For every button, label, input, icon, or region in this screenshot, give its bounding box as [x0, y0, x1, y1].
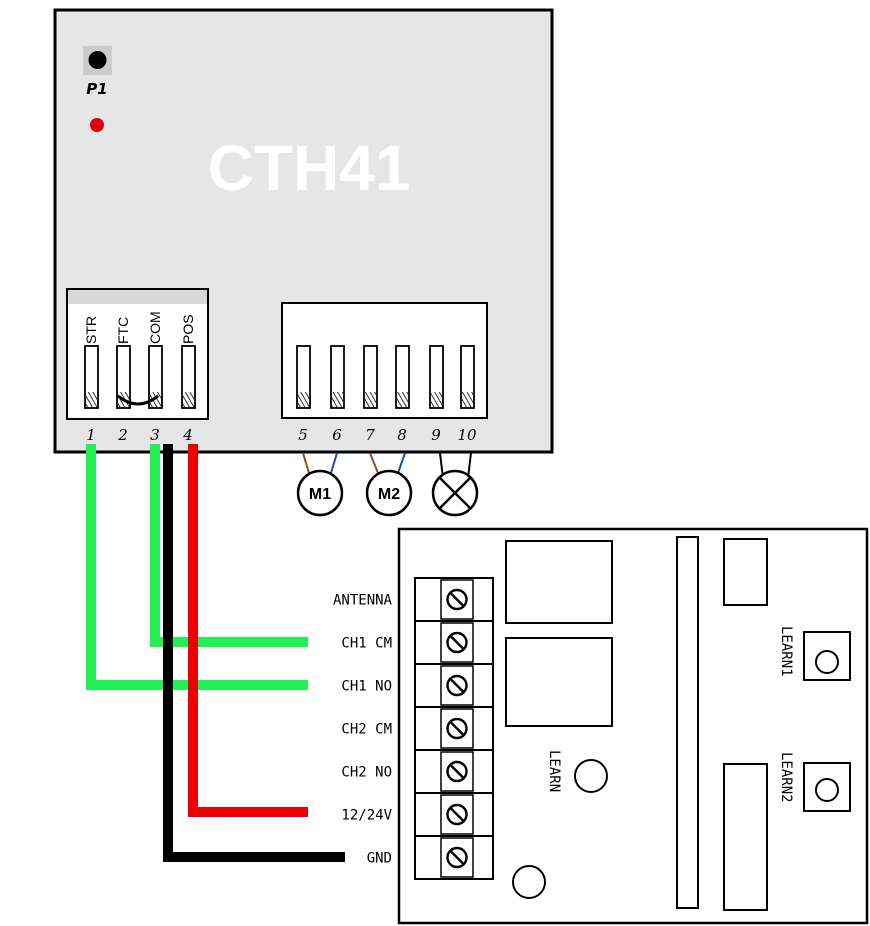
motor-m1: M1 — [296, 452, 344, 517]
controller-board: P1 CTH41 STR FTC COM POS 1 2 3 4 5 6 7 8 9 10 — [53, 8, 554, 454]
m1-circle — [296, 469, 344, 517]
receiver-terminal-screw-slot — [450, 635, 464, 650]
motor-m2: M2 — [365, 452, 413, 517]
learn2-button — [815, 778, 839, 802]
output-terminal-number-5: 5 — [298, 426, 308, 444]
input-terminal-number-1: 1 — [86, 426, 96, 444]
m2-wire-brown — [369, 452, 379, 474]
input-terminal-number-4: 4 — [182, 426, 193, 444]
relay-2 — [505, 637, 613, 727]
m2-circle — [365, 469, 413, 517]
relay-1 — [505, 540, 613, 624]
controller-title: CTH41 — [208, 132, 411, 204]
input-label-com: COM — [147, 311, 163, 344]
ftc-com-jumper — [117, 394, 159, 406]
receiver-terminal-screw-slot — [450, 678, 464, 693]
output-slot-screw-8 — [397, 392, 408, 407]
receiver-module-strip — [676, 536, 699, 909]
m2-wire-blue — [397, 452, 406, 474]
output-slot-screw-6 — [332, 392, 343, 407]
receiver-terminal-screw-slot — [450, 807, 464, 822]
input-slot-screw-4 — [183, 392, 194, 407]
input-slot-screw-1 — [86, 392, 97, 407]
m1-wire-brown — [302, 452, 310, 474]
receiver-terminal-label-ch2-cm: CH2 CM — [341, 722, 392, 738]
receiver-board: LEARN1 LEARN2 LEARN ANTENNA CH1 CM CH1 NO C… — [333, 527, 869, 925]
component-bottom-right — [723, 763, 768, 911]
lamp-cross-2 — [439, 477, 471, 509]
p1-button-dot — [88, 51, 107, 69]
input-terminal-block-header — [68, 290, 207, 304]
mounting-hole — [512, 865, 546, 899]
input-terminal-numbers: 1 2 3 4 — [86, 426, 193, 444]
m2-label: M2 — [378, 486, 400, 503]
receiver-terminal-label-antenna: ANTENNA — [333, 593, 393, 609]
input-terminal-block: STR FTC COM POS — [66, 288, 209, 420]
output-terminal-number-10: 10 — [457, 426, 477, 444]
component-top-right — [723, 538, 768, 606]
receiver-terminal-label-gnd: GND — [367, 851, 392, 867]
learn-label: LEARN — [546, 750, 562, 792]
output-terminal-numbers: 5 6 7 8 9 10 — [298, 426, 477, 444]
m1-label: M1 — [309, 486, 331, 503]
receiver-terminal-screw-slot — [450, 850, 464, 865]
output-slot-screw-7 — [365, 392, 376, 407]
output-slot-screw-9 — [431, 392, 442, 407]
receiver-terminal-screw-slot — [450, 721, 464, 736]
receiver-terminal-label-ch1-no: CH1 NO — [341, 679, 392, 695]
wire-com-to-ch1-cm — [150, 444, 308, 647]
status-led — [90, 118, 104, 132]
input-terminal-number-2: 2 — [117, 426, 128, 444]
p1-label: P1 — [86, 80, 107, 98]
wire-gnd — [163, 444, 345, 862]
learn1-label: LEARN1 — [778, 626, 794, 677]
output-terminal-block-outline — [281, 302, 488, 419]
input-labels: STR FTC COM POS — [83, 311, 196, 344]
receiver-terminal-label-ch1-cm: CH1 CM — [341, 636, 392, 652]
receiver-terminal-label-12-24v: 12/24V — [341, 808, 392, 824]
output-terminal-number-6: 6 — [332, 426, 342, 444]
receiver-terminal-screw-slot — [450, 764, 464, 779]
receiver-terminal-screw-slot — [450, 592, 464, 607]
lamp-wire-right — [467, 452, 472, 479]
input-label-ftc: FTC — [115, 317, 131, 344]
input-label-pos: POS — [180, 314, 196, 344]
output-terminal-block — [281, 302, 488, 419]
output-slots — [296, 345, 475, 409]
output-terminal-number-8: 8 — [397, 426, 407, 444]
output-slot-screw-10 — [462, 392, 473, 407]
learn-led — [574, 759, 608, 793]
input-label-str: STR — [83, 316, 99, 344]
output-slot-screw-5 — [298, 392, 309, 407]
m1-wire-blue — [330, 452, 338, 474]
output-terminal-number-9: 9 — [431, 426, 441, 444]
learn1-button — [815, 650, 839, 674]
output-terminal-number-7: 7 — [365, 426, 375, 444]
wires — [86, 444, 345, 862]
receiver-terminal-labels: ANTENNA CH1 CM CH1 NO CH2 CM CH2 NO 12/24V GND — [333, 593, 393, 867]
wire-12-24v — [188, 444, 308, 817]
learn2-label: LEARN2 — [778, 752, 794, 803]
input-slots — [84, 345, 196, 409]
receiver-terminal-label-ch2-no: CH2 NO — [341, 765, 392, 781]
wire-str-to-ch1-no — [86, 444, 308, 690]
receiver-terminal-block — [414, 577, 494, 880]
input-terminal-number-3: 3 — [150, 426, 160, 444]
lamp — [431, 452, 479, 517]
